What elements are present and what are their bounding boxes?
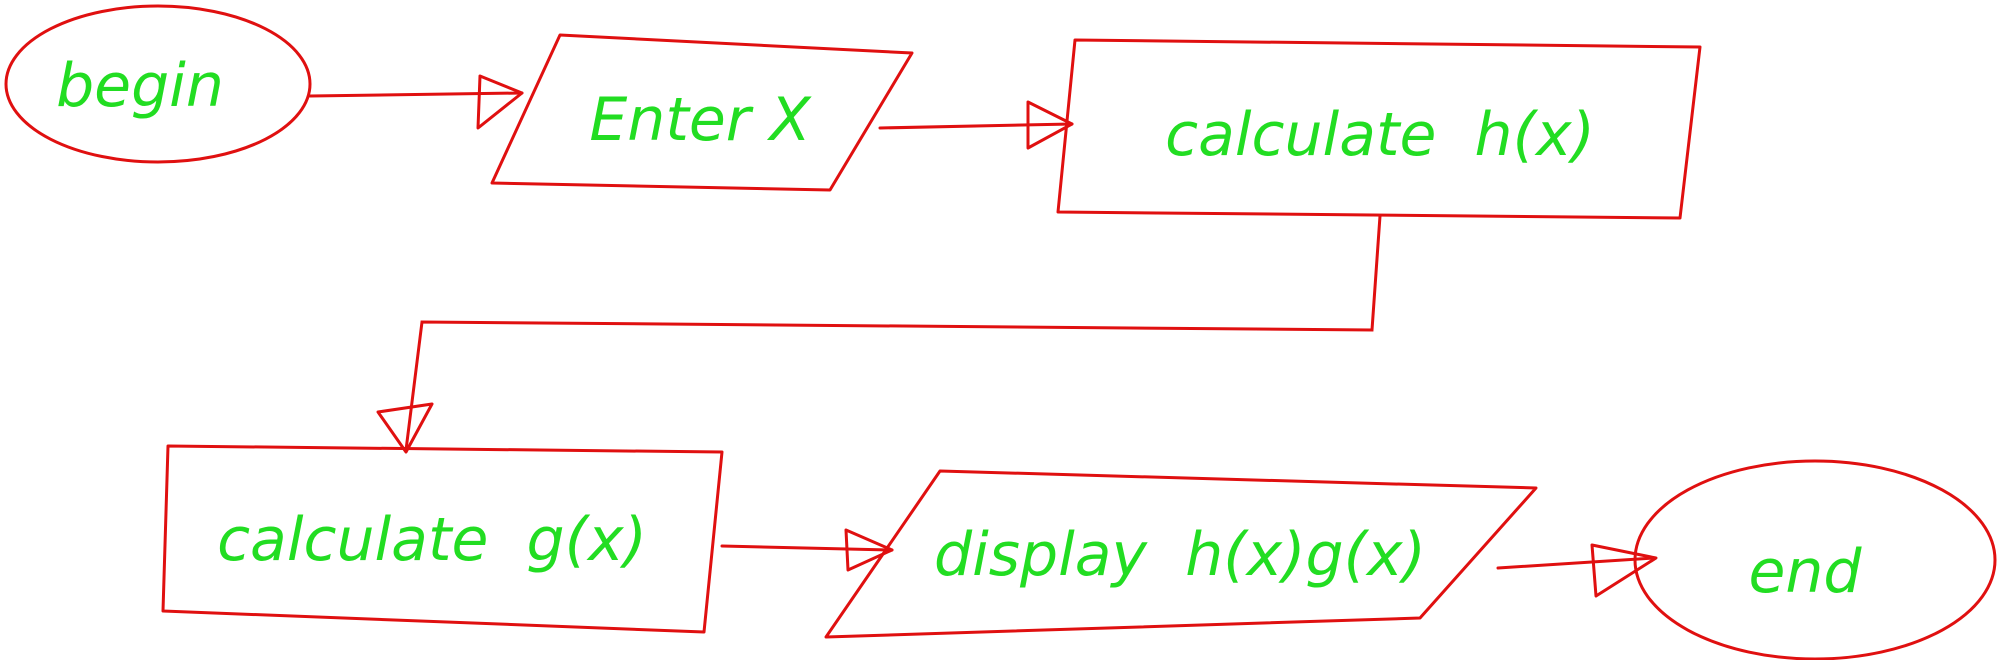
calculate-g-process	[161, 444, 724, 634]
edge-display-to-end	[1496, 556, 1656, 570]
edge-calculate-h-to-calculate-g	[404, 214, 1382, 452]
calculate-h-process	[1056, 38, 1702, 220]
display-label: display h(x)g(x)	[934, 520, 1426, 590]
arrowhead-calculate-h	[1026, 100, 1074, 150]
begin-terminal	[4, 4, 312, 164]
calculate-h-label: calculate h(x)	[1165, 100, 1595, 170]
end-label: end	[1748, 537, 1862, 607]
begin-label: begin	[56, 51, 224, 121]
edge-calculate-g-to-display	[720, 544, 894, 552]
enter-x-label: Enter X	[589, 85, 812, 155]
display-output	[824, 469, 1538, 639]
arrowhead-end	[1590, 543, 1658, 598]
edge-begin-to-enter-x	[308, 91, 524, 98]
arrowhead-calculate-g	[376, 402, 434, 454]
arrowhead-enter-x	[476, 74, 524, 130]
enter-x-input	[490, 33, 914, 192]
calculate-g-label: calculate g(x)	[217, 505, 647, 575]
arrowhead-display	[844, 528, 894, 572]
edge-enter-x-to-calculate-h	[878, 122, 1074, 130]
